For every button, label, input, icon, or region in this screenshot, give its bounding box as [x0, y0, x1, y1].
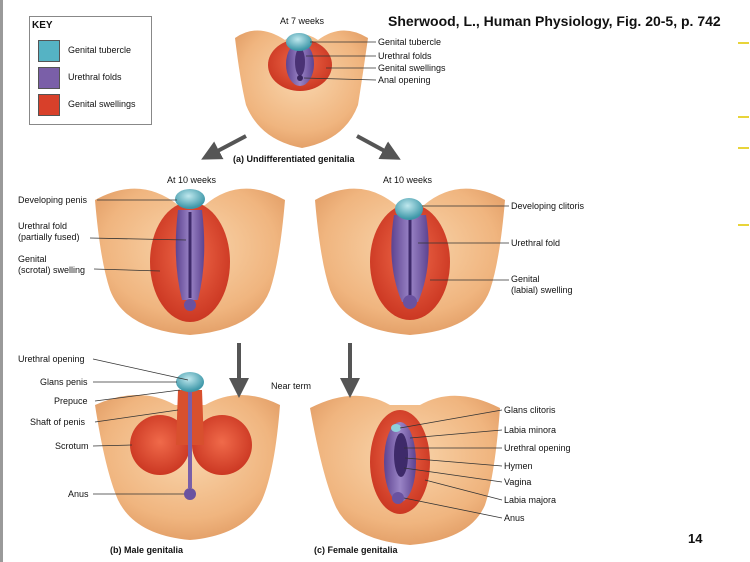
- label-glans-clitoris: Glans clitoris: [504, 405, 556, 415]
- key-label: Urethral folds: [68, 72, 122, 82]
- label-labia-minora: Labia minora: [504, 425, 557, 435]
- label-anus-male: Anus: [68, 489, 89, 499]
- male-10-weeks-figure: [95, 188, 285, 335]
- key-item-urethral-folds: Urethral folds: [38, 67, 148, 89]
- key-title: KEY: [32, 20, 53, 31]
- label-urethral-opening-male: Urethral opening: [18, 354, 85, 364]
- label-glans-penis: Glans penis: [40, 377, 88, 387]
- key-item-genital-tubercle: Genital tubercle: [38, 40, 148, 62]
- stage-label-male-10-weeks: At 10 weeks: [167, 175, 217, 185]
- annotation-mark: [738, 116, 749, 118]
- label-developing-clitoris: Developing clitoris: [511, 201, 585, 211]
- swellings-swatch: [38, 94, 60, 116]
- label-genital-swellings: Genital swellings: [378, 63, 446, 73]
- page-number: 14: [688, 531, 703, 546]
- label-genital-labial-swelling: Genital (labial) swelling: [511, 274, 573, 295]
- label-genital-scrotal-swelling: Genital (scrotal) swelling: [18, 254, 86, 275]
- flow-arrows: [201, 134, 401, 398]
- annotation-mark: [738, 147, 749, 149]
- stage-label-near-term: Near term: [271, 381, 312, 391]
- label-scrotum: Scrotum: [55, 441, 89, 451]
- key-legend: KEY Genital tubercle Urethral folds Geni…: [29, 16, 152, 125]
- label-shaft-of-penis: Shaft of penis: [30, 417, 86, 427]
- caption-undifferentiated: (a) Undifferentiated genitalia: [233, 154, 355, 164]
- label-genital-tubercle: Genital tubercle: [378, 37, 442, 47]
- label-urethral-fold: Urethral fold: [511, 238, 561, 248]
- key-item-genital-swellings: Genital swellings: [38, 94, 148, 116]
- label-developing-penis: Developing penis: [18, 195, 88, 205]
- label-vagina: Vagina: [504, 477, 532, 487]
- label-anal-opening: Anal opening: [378, 75, 431, 85]
- stage-label-7-weeks: At 7 weeks: [280, 16, 325, 26]
- label-urethral-folds: Urethral folds: [378, 51, 432, 61]
- label-labia-majora: Labia majora: [504, 495, 557, 505]
- stage-7-weeks-figure: [235, 30, 368, 148]
- key-label: Genital tubercle: [68, 45, 132, 55]
- slide-edge: [0, 0, 3, 562]
- label-urethral-fold-partially-fused: Urethral fold (partially fused): [18, 221, 80, 242]
- key-label: Genital swellings: [68, 99, 136, 109]
- female-near-term-figure: [310, 395, 500, 545]
- female-10-weeks-figure: [315, 188, 505, 335]
- folds-swatch: [38, 67, 60, 89]
- annotation-mark: [738, 42, 749, 44]
- tubercle-swatch: [38, 40, 60, 62]
- caption-female: (c) Female genitalia: [314, 545, 398, 555]
- label-prepuce: Prepuce: [54, 396, 88, 406]
- label-anus-female: Anus: [504, 513, 525, 523]
- leader-lines: [89, 41, 509, 519]
- annotation-mark: [738, 224, 749, 226]
- male-near-term-figure: [95, 372, 280, 540]
- caption-male: (b) Male genitalia: [110, 545, 184, 555]
- figure-citation-title: Sherwood, L., Human Physiology, Fig. 20-…: [388, 13, 721, 29]
- stage-label-female-10-weeks: At 10 weeks: [383, 175, 433, 185]
- label-urethral-opening-female: Urethral opening: [504, 443, 571, 453]
- label-hymen: Hymen: [504, 461, 533, 471]
